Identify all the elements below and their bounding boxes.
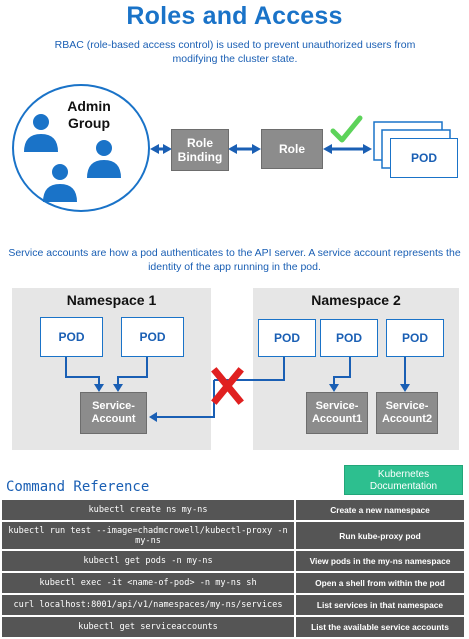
description-cell: View pods in the my-ns namespace — [296, 551, 464, 571]
service-account-intro-text: Service accounts are how a pod authentic… — [8, 247, 461, 273]
description-cell: Run kube-proxy pod — [296, 522, 464, 549]
bidirectional-arrow — [150, 144, 172, 154]
table-row: kubectl exec -it <name-of-pod> -n my-ns … — [2, 573, 464, 593]
service-account-2-label: Service- Account2 — [381, 400, 433, 425]
role-label: Role — [278, 142, 305, 156]
namespace-2-pod: POD — [386, 319, 444, 357]
user-icon — [24, 114, 58, 152]
command-cell: kubectl create ns my-ns — [2, 500, 294, 520]
pod-label: POD — [139, 330, 166, 344]
command-table: kubectl create ns my-ns Create a new nam… — [2, 500, 464, 639]
description-cell: Create a new namespace — [296, 500, 464, 520]
pod-box: POD — [390, 138, 458, 178]
description-cell: Open a shell from within the pod — [296, 573, 464, 593]
rbac-diagram-svg — [24, 114, 451, 202]
service-account-2-box: Service- Account2 — [376, 392, 438, 434]
pod-label: POD — [410, 151, 437, 165]
role-binding-label: Role Binding — [177, 136, 223, 164]
namespace-1-pod: POD — [40, 317, 103, 357]
namespace-2-pod: POD — [320, 319, 378, 357]
kubernetes-documentation-button[interactable]: Kubernetes Documentation — [344, 465, 463, 495]
table-row: kubectl get pods -n my-ns View pods in t… — [2, 551, 464, 571]
bidirectional-arrow — [228, 144, 261, 154]
namespace-1-title: Namespace 1 — [66, 292, 157, 308]
role-binding-box: Role Binding — [171, 129, 229, 171]
bidirectional-arrow — [323, 144, 372, 154]
namespace-1-pod: POD — [121, 317, 184, 357]
command-reference-heading: Command Reference — [6, 479, 150, 495]
check-icon — [330, 115, 363, 143]
pod-label: POD — [401, 331, 428, 345]
namespace-2-pod: POD — [258, 319, 316, 357]
table-row: kubectl create ns my-ns Create a new nam… — [2, 500, 464, 520]
page-title: Roles and Access — [126, 2, 343, 30]
service-account-1-label: Service- Account1 — [311, 400, 363, 425]
table-row: kubectl get serviceaccounts List the ava… — [2, 617, 464, 637]
command-cell: curl localhost:8001/api/v1/namespaces/my… — [2, 595, 294, 615]
user-icon — [43, 164, 77, 202]
description-cell: List services in that namespace — [296, 595, 464, 615]
deny-x-icon — [211, 367, 244, 405]
service-account-label: Service- Account — [91, 400, 136, 425]
rbac-intro-text: RBAC (role-based access control) is used… — [54, 39, 416, 65]
user-icon — [87, 140, 121, 178]
service-account-box: Service- Account — [80, 392, 147, 434]
pod-label: POD — [273, 331, 300, 345]
pod-label: POD — [335, 331, 362, 345]
service-account-diagram-svg — [65, 356, 410, 422]
namespace-2-title: Namespace 2 — [311, 292, 401, 308]
description-cell: List the available service accounts — [296, 617, 464, 637]
admin-group-label: Admin Group — [67, 98, 111, 131]
command-cell: kubectl get serviceaccounts — [2, 617, 294, 637]
command-cell: kubectl exec -it <name-of-pod> -n my-ns … — [2, 573, 294, 593]
command-cell: kubectl get pods -n my-ns — [2, 551, 294, 571]
command-cell: kubectl run test --image=chadmcrowell/ku… — [2, 522, 294, 549]
table-row: curl localhost:8001/api/v1/namespaces/my… — [2, 595, 464, 615]
table-row: kubectl run test --image=chadmcrowell/ku… — [2, 522, 464, 549]
service-account-1-box: Service- Account1 — [306, 392, 368, 434]
pod-label: POD — [58, 330, 85, 344]
role-box: Role — [261, 129, 323, 169]
